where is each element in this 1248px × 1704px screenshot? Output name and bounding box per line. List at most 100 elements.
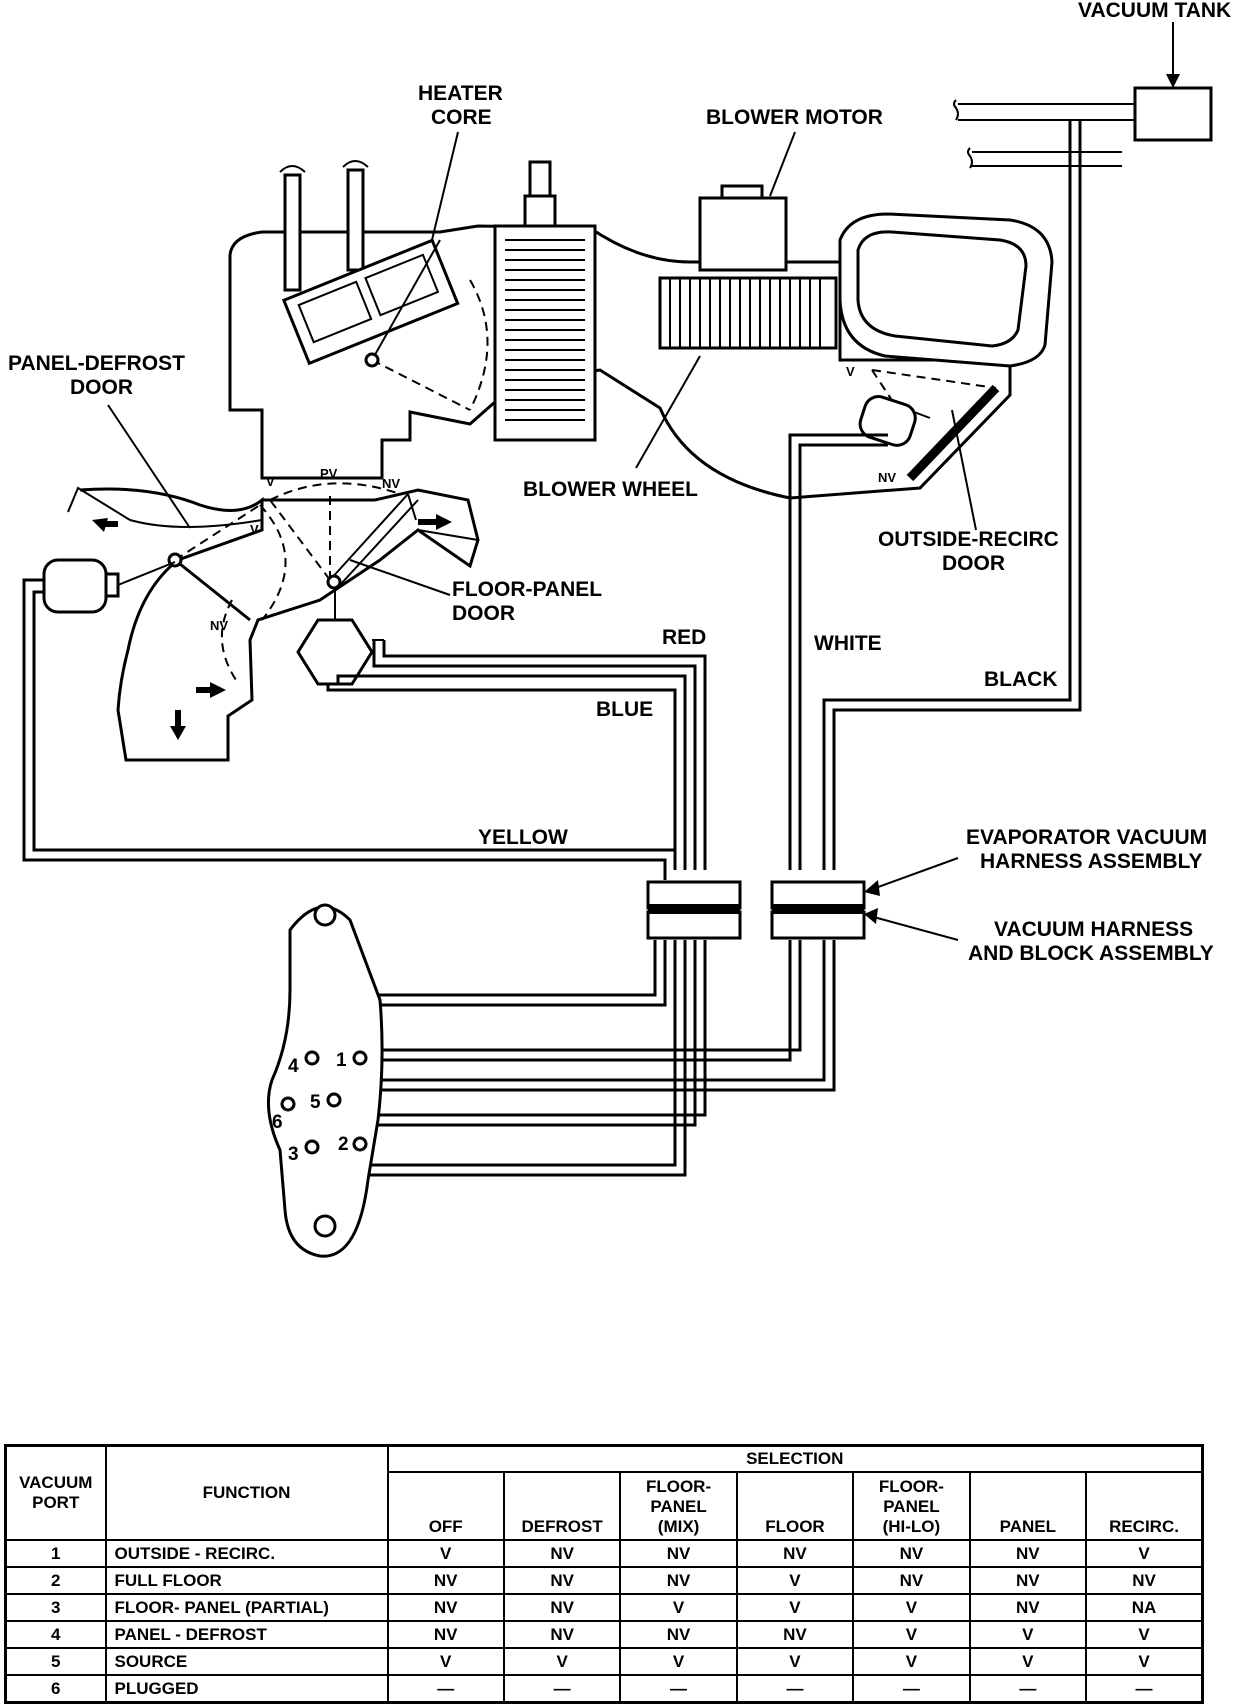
hose-red-label: RED — [662, 626, 706, 649]
header-selection-line — [971, 1477, 1085, 1497]
airflow-arrows — [92, 514, 452, 740]
cell-value: NA — [1085, 1593, 1204, 1622]
header-selection-line — [389, 1477, 503, 1497]
panel-defrost-door-label-2: DOOR — [70, 376, 133, 399]
outside-recirc-door — [858, 369, 1000, 482]
header-selection-line: FLOOR- — [878, 1477, 944, 1496]
hose-black-label: BLACK — [984, 668, 1058, 691]
cell-value: V — [735, 1647, 855, 1676]
evap-harness-label: EVAPORATOR VACUUM — [966, 826, 1207, 849]
cell-value: — — [502, 1674, 622, 1704]
port-4-label: 4 — [288, 1056, 299, 1077]
cell-value: — — [386, 1674, 505, 1704]
cell-value: — — [619, 1674, 738, 1704]
cell-function: FULL FLOOR — [104, 1566, 389, 1595]
heater-core — [281, 238, 460, 366]
cell-value: V — [852, 1593, 971, 1622]
distribution-duct — [67, 486, 480, 762]
header-selection-line: DEFROST — [521, 1517, 603, 1536]
header-function: FUNCTION — [104, 1444, 389, 1541]
header-selection-line — [971, 1497, 1085, 1517]
cell-function: OUTSIDE - RECIRC. — [104, 1539, 389, 1568]
cell-value: NV — [852, 1539, 971, 1568]
port-5-label: 5 — [310, 1092, 321, 1113]
cell-value: V — [735, 1566, 855, 1595]
mark-nv-lower: NV — [210, 618, 228, 633]
cell-value: V — [735, 1593, 855, 1622]
header-selection-col: OFF — [386, 1471, 505, 1541]
header-selection-line — [1087, 1497, 1201, 1517]
cell-value: NV — [852, 1566, 971, 1595]
cell-value: V — [968, 1647, 1088, 1676]
cell-value: V — [852, 1620, 971, 1649]
cell-value: V — [619, 1647, 738, 1676]
header-vacuum-port-line1: VACUUM — [19, 1473, 93, 1492]
header-selection-line — [505, 1477, 619, 1497]
cell-value: NV — [619, 1539, 738, 1568]
cell-value: NV — [968, 1539, 1088, 1568]
mark-nv-recirc: NV — [878, 470, 896, 485]
heater-core-pipes — [279, 160, 369, 292]
harness-connectors — [646, 857, 959, 941]
header-selection-line: PANEL — [650, 1497, 707, 1516]
header-selection-line — [389, 1497, 503, 1517]
cell-value: V — [968, 1620, 1088, 1649]
cell-value: — — [1085, 1674, 1204, 1704]
cell-function: FLOOR- PANEL (PARTIAL) — [104, 1593, 389, 1622]
floor-panel-door — [269, 482, 419, 590]
cell-port: 5 — [4, 1647, 107, 1676]
header-selection-col: RECIRC. — [1085, 1471, 1204, 1541]
header-vacuum-port: VACUUM PORT — [4, 1444, 107, 1541]
evap-harness-label-2: HARNESS ASSEMBLY — [980, 850, 1203, 873]
cell-value: V — [386, 1539, 505, 1568]
cell-value: NV — [1085, 1566, 1204, 1595]
vac-block-label: VACUUM HARNESS — [994, 918, 1193, 941]
floor-panel-door-label: FLOOR-PANEL — [452, 578, 602, 601]
port-6-label: 6 — [272, 1112, 283, 1133]
port-2-label: 2 — [338, 1134, 349, 1155]
mark-v-recirc: V — [846, 364, 855, 379]
cell-value: V — [502, 1647, 622, 1676]
panel-defrost-door-label: PANEL-DEFROST — [8, 352, 185, 375]
cell-function: SOURCE — [104, 1647, 389, 1676]
outside-recirc-door-label-2: DOOR — [942, 552, 1005, 575]
cell-value: V — [1085, 1539, 1204, 1568]
header-selection-col: FLOOR-PANEL(HI-LO) — [852, 1471, 971, 1541]
header-selection-line: OFF — [428, 1517, 463, 1536]
cell-value: — — [852, 1674, 971, 1704]
vacuum-tank-label: VACUUM TANK — [1078, 0, 1231, 22]
blower-wheel-label: BLOWER WHEEL — [523, 478, 698, 501]
cell-value: NV — [968, 1566, 1088, 1595]
cell-port: 2 — [4, 1566, 107, 1595]
blower-wheel — [658, 276, 838, 350]
cell-value: NV — [502, 1593, 622, 1622]
port-1-label: 1 — [336, 1050, 347, 1071]
cell-value: NV — [386, 1593, 505, 1622]
header-selection-line — [738, 1477, 852, 1497]
header-selection-col: PANEL — [968, 1471, 1088, 1541]
header-selection-col: FLOOR — [735, 1471, 855, 1541]
cell-value: NV — [386, 1566, 505, 1595]
vacuum-tank — [953, 22, 1213, 169]
cell-value: V — [1085, 1647, 1204, 1676]
heater-core-label: HEATER — [418, 82, 503, 105]
header-selection-line: FLOOR- — [645, 1477, 712, 1496]
cell-value: V — [1085, 1620, 1204, 1649]
cell-value: — — [735, 1674, 855, 1704]
cell-value: NV — [502, 1620, 622, 1649]
cell-value: NV — [619, 1566, 738, 1595]
cell-value: NV — [619, 1620, 738, 1649]
cell-port: 6 — [4, 1674, 107, 1704]
cell-port: 4 — [4, 1620, 107, 1649]
outside-recirc-door-label: OUTSIDE-RECIRC — [878, 528, 1059, 551]
header-selection-line: (MIX) — [657, 1517, 700, 1536]
blower-motor-label: BLOWER MOTOR — [706, 106, 883, 129]
outside-air-inlet — [838, 212, 1054, 368]
cell-value: NV — [735, 1539, 855, 1568]
